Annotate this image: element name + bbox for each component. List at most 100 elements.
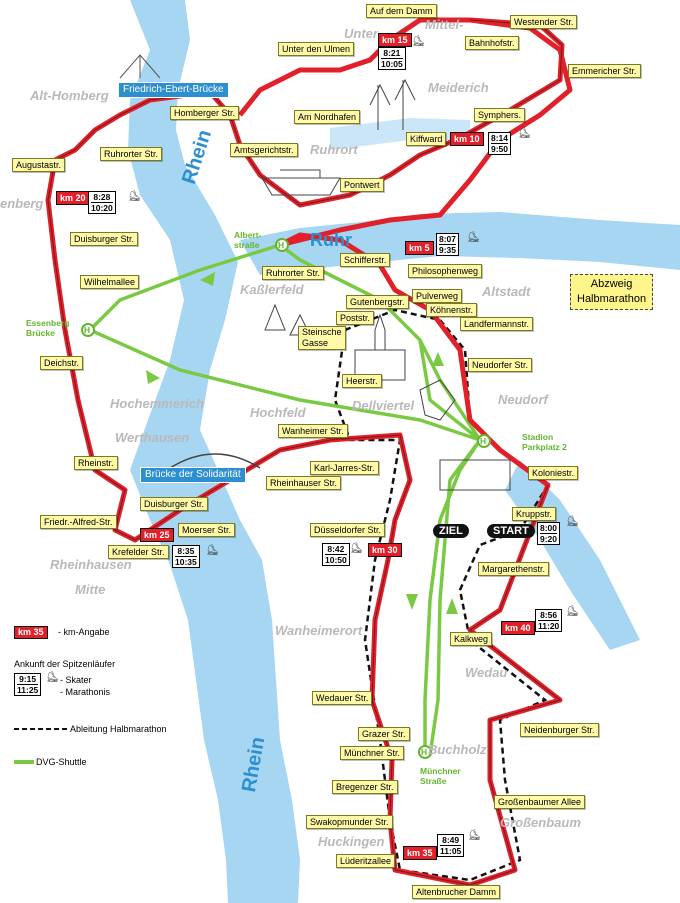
street-wanheimer: Wanheimer Str. [278,424,348,438]
street-altenbrucher: Altenbrucher Damm [412,885,501,899]
km25-times: 8:35 10:35 [172,545,200,568]
street-gutenbergstr: Gutenbergstr. [346,295,409,309]
km30-marathon: 10:50 [325,555,347,565]
skater-icon: ⛸ [566,516,579,527]
km15-marker: km 15 [378,33,412,47]
legend-dash-sample [14,728,68,730]
friedrich-ebert-bridge-label: Friedrich-Ebert-Brücke [118,82,229,98]
skater-icon: ⛸ [518,128,531,139]
start-badge: START [487,524,535,538]
shuttle-stadion-label: Stadion Parkplatz 2 [522,432,567,452]
landmark-drawings [119,54,511,491]
street-kiffward: Kiffward [406,132,447,146]
harbor-basin-2 [330,118,470,150]
street-heerstr: Heerstr. [342,374,382,388]
street-koloniestr: Koloniestr. [528,466,579,480]
steinsche-line1: Steinsche [302,327,342,337]
muenchner-line1: Münchner [420,766,461,776]
ruhr-label: Ruhr [310,230,352,250]
muenchner-line2: Straße [420,776,447,786]
km5-times: 8:07 9:35 [436,233,460,256]
km5-marker: km 5 [405,241,434,255]
ziel-badge: ZIEL [433,524,469,538]
km25-skater: 8:35 [175,546,197,557]
street-grossenbaumer: Großenbaumer Allee [494,795,586,809]
skater-icon: ⛸ [468,830,481,841]
shuttle-essenberg-label: Essenberg Brücke [26,318,69,338]
steinsche-line2: Gasse [302,338,329,348]
albert-line2: straße [234,240,260,250]
km5-marathon: 9:35 [439,245,457,255]
legend-shuttle-text: DVG-Shuttle [36,757,87,767]
km20-marathon: 10:20 [91,203,113,213]
street-duesseldorfer: Düsseldorfer Str. [310,523,386,537]
km35-times: 8:49 11:05 [437,834,465,857]
district-wedau: Wedau [465,665,508,680]
street-auf-dem-damm: Auf dem Damm [366,4,437,18]
street-duisburger-left: Duisburger Str. [70,232,139,246]
km15-times: 8:21 10:05 [378,47,406,70]
h-stop-muenchner: H [421,747,428,757]
street-pulverweg: Pulverweg [412,289,463,303]
km30-marker: km 30 [368,543,402,557]
km35-marker: km 35 [403,846,437,860]
km30-skater: 8:42 [325,544,347,555]
district-huckingen: Huckingen [318,834,385,849]
legend-halfmarathon-text: Ableitung Halbmarathon [70,724,167,734]
legend-arrival-title: Ankunft der Spitzenläufer [14,659,116,669]
street-friedr-alfred: Friedr.-Alfred-Str. [40,515,117,529]
callout-line2: Halbmarathon [577,293,647,305]
shuttle-muenchner-label: Münchner Straße [420,766,461,786]
street-am-nordhafen: Am Nordhafen [294,110,361,124]
street-symphers: Symphers. [474,108,526,122]
street-karl-jarres: Karl-Jarres-Str. [310,461,379,475]
street-margarethen: Margarethenstr. [478,562,550,576]
stadion-line1: Stadion [522,432,554,442]
street-deichstr: Deichstr. [40,356,84,370]
h-stop-stadion: H [480,436,487,446]
legend-marathon-text: - Marathonis [60,687,111,697]
rhein-river [128,0,300,903]
street-bahnhofstr: Bahnhofstr. [465,36,519,50]
skater-icon: ⛸ [46,672,59,683]
district-hochfeld: Hochfeld [250,405,306,420]
start-skater: 8:00 [540,523,558,534]
start-times: 8:00 9:20 [537,522,561,545]
start-marathon: 9:20 [540,534,558,544]
shuttle-arrows [146,272,458,614]
km15-skater: 8:21 [381,48,403,59]
street-muenchner: Münchner Str. [340,746,405,760]
legend-sample-marathon: 11:25 [17,685,39,695]
legend-km-sample: km 35 [14,626,48,639]
km25-marathon: 10:35 [175,557,197,567]
callout-line1: Abzweig [590,278,633,290]
km30-times: 8:42 10:50 [322,543,350,566]
shuttle-stops [81,238,491,759]
street-wedauer: Wedauer Str. [312,691,373,705]
district-rheinhausen: Rheinhausen [50,557,132,572]
street-rheinstr: Rheinstr. [74,456,118,470]
km15-marathon: 10:05 [381,59,403,69]
street-steinsche-gasse: Steinsche Gasse [298,326,346,350]
h-stop-albert: H [278,240,285,250]
district-werthausen: Werthausen [115,430,190,445]
street-schifferstr: Schifferstr. [340,253,391,267]
km10-times: 8:14 9:50 [488,132,512,155]
halfmarathon-path [333,308,550,882]
district-mitte: Mitte [75,582,106,597]
district-mittel: Mittel- [425,17,464,32]
district-ruhrort: Ruhrort [310,142,358,157]
street-ruhrorter-top: Ruhrorter Str. [100,147,163,161]
km25-marker: km 25 [140,528,174,542]
km40-marathon: 11:20 [538,621,560,631]
street-bregenzer: Bregenzer Str. [332,780,398,794]
street-poststr: Poststr. [336,311,375,325]
shuttle-lines [88,243,482,756]
km40-skater: 8:56 [538,610,560,621]
street-neudorfer: Neudorfer Str. [468,358,533,372]
stadion-line2: Parkplatz 2 [522,442,567,452]
district-dellviertel: Dellviertel [352,398,415,413]
skater-icon: ⛸ [412,36,425,47]
km20-marker: km 20 [56,191,90,205]
